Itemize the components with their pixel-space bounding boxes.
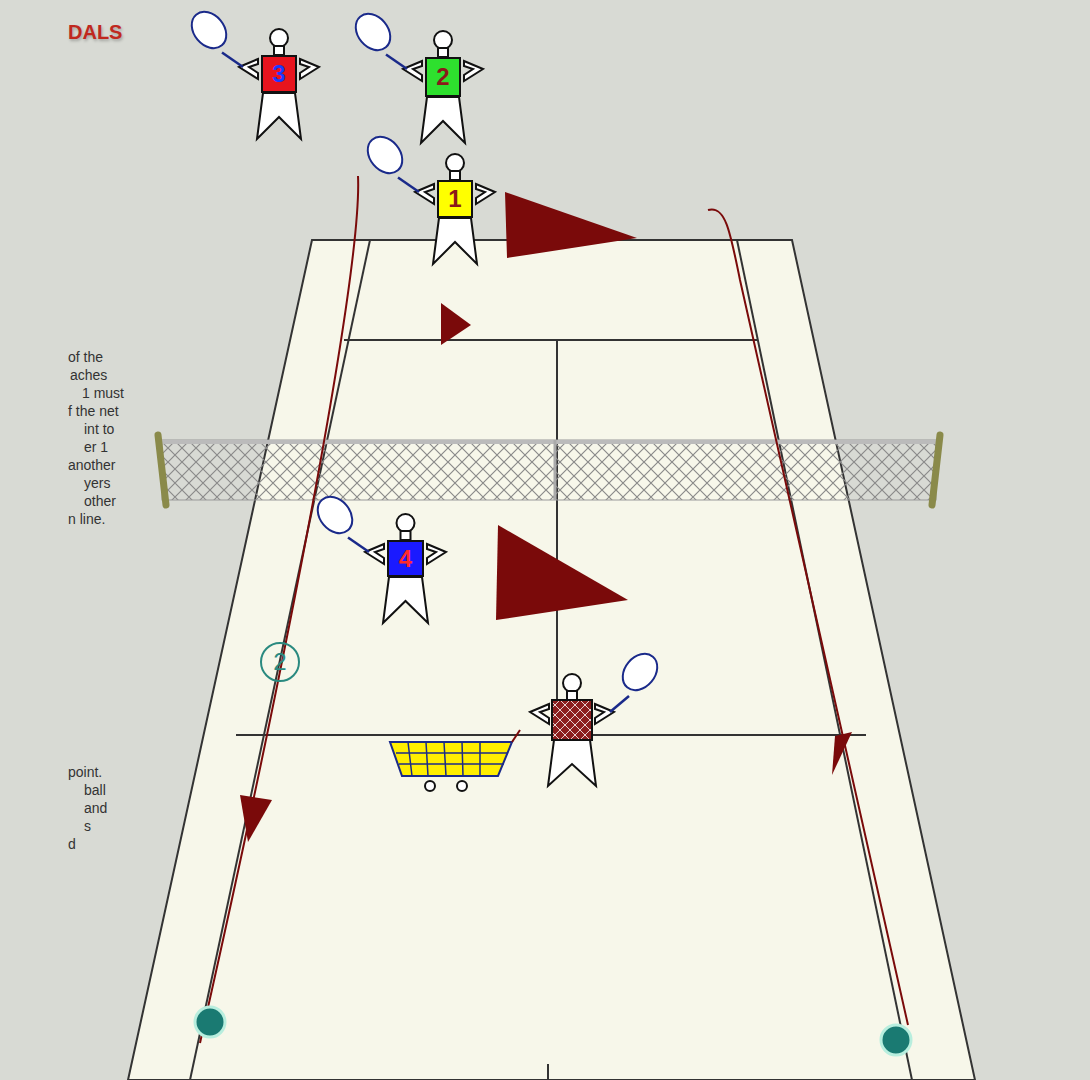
player-shirt: 4 [387, 540, 424, 577]
instruction-text: er 1 [84, 438, 108, 456]
ball-basket [390, 730, 520, 791]
player-figure [311, 490, 446, 623]
player-figure [361, 130, 495, 264]
player-shirt: 3 [261, 55, 297, 93]
net-strap [554, 440, 557, 500]
arrowhead [240, 795, 272, 842]
instruction-text: ball [84, 781, 106, 799]
instruction-text: and [84, 799, 107, 817]
instruction-text: aches [70, 366, 107, 384]
player-shirt: 2 [425, 57, 461, 97]
net-tape [162, 440, 936, 444]
instruction-text: yers [84, 474, 110, 492]
service-line [344, 339, 758, 341]
instruction-text: point. [68, 763, 102, 781]
instruction-text: 1 must [82, 384, 124, 402]
target-dot [195, 1007, 225, 1037]
player-figure [349, 7, 483, 143]
instruction-text: f the net [68, 402, 119, 420]
coach-figure [530, 647, 664, 786]
player-shirt: 1 [437, 180, 473, 218]
center-mark [547, 1064, 549, 1080]
player-number: 3 [272, 61, 285, 87]
center-service-line [556, 340, 558, 735]
instruction-text: n line. [68, 510, 105, 528]
movement-arrow [441, 303, 471, 345]
player-number: 1 [448, 186, 461, 212]
singles-line [190, 240, 370, 1080]
callout-number: 2 [273, 649, 286, 675]
ball-path [200, 176, 358, 1043]
ball-path [708, 209, 908, 1025]
arrowhead [832, 732, 852, 775]
instruction-text: int to [84, 420, 114, 438]
instruction-text: d [68, 835, 76, 853]
movement-arrow [496, 525, 628, 620]
net-post [932, 435, 940, 505]
movement-arrow [505, 192, 637, 258]
target-dot [881, 1025, 911, 1055]
court-outline [128, 240, 975, 1080]
instruction-text: another [68, 456, 115, 474]
callout-circle: 2 [260, 642, 300, 682]
section-heading: DALS [68, 20, 122, 44]
instruction-text: other [84, 492, 116, 510]
singles-line [737, 240, 912, 1080]
net [162, 440, 936, 500]
instruction-text: s [84, 817, 91, 835]
player-number: 2 [436, 64, 449, 90]
player-number: 4 [399, 546, 412, 572]
player-figure [185, 5, 319, 139]
net-post [158, 435, 166, 505]
instruction-text: of the [68, 348, 103, 366]
